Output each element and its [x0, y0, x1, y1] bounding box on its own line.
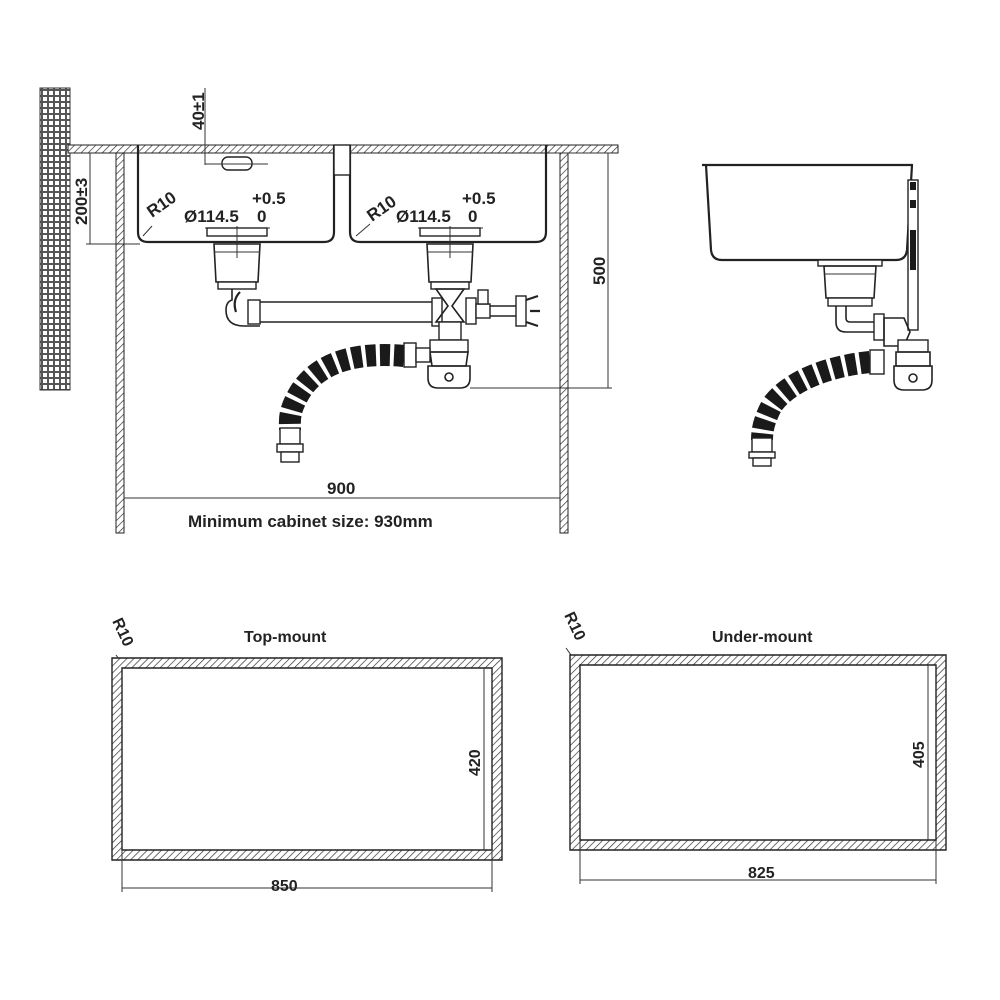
profile-bowl — [702, 163, 914, 262]
top-mount-cutout: Top-mount R10 420 850 — [108, 616, 503, 895]
width-label: 900 — [327, 479, 355, 498]
cabinet-left-wall — [115, 152, 125, 534]
dishwasher-valve — [465, 289, 540, 328]
under-mount-height: 405 — [911, 741, 928, 768]
height-label: 500 — [590, 257, 609, 285]
top-mount-width: 850 — [271, 878, 298, 895]
cabinet-right-wall — [559, 152, 569, 534]
under-mount-radius: R10 — [560, 610, 588, 644]
under-mount-title: Under-mount — [712, 629, 813, 646]
top-mount-title: Top-mount — [244, 629, 327, 646]
under-mount-cutout: Under-mount R10 405 825 — [560, 610, 947, 884]
wall — [39, 87, 71, 391]
strainer-right — [418, 226, 483, 290]
tol-lower-left: 0 — [257, 207, 266, 226]
center-divider — [333, 144, 351, 176]
side-view: 40±1 200±3 R10 R10 +0.5 Ø114.5 0 +0.5 Ø1… — [39, 87, 619, 534]
top-mount-height: 420 — [467, 749, 484, 776]
trap-column — [427, 288, 471, 389]
tol-upper-right: +0.5 — [462, 189, 496, 208]
profile-view — [702, 163, 933, 467]
depth-label: 200±3 — [72, 178, 91, 225]
radius-left-label: R10 — [143, 188, 179, 221]
drain-dia-left: Ø114.5 — [184, 207, 239, 226]
bowl-right — [348, 145, 548, 244]
offset-label: 40±1 — [189, 92, 208, 130]
tol-lower-right: 0 — [468, 207, 477, 226]
cabinet-note: Minimum cabinet size: 930mm — [188, 512, 433, 531]
tol-upper-left: +0.5 — [252, 189, 286, 208]
bowl-left — [136, 145, 336, 244]
top-mount-radius: R10 — [108, 616, 136, 650]
radius-right-label: R10 — [363, 192, 399, 225]
strainer-left — [205, 226, 270, 290]
under-mount-width: 825 — [748, 865, 775, 882]
connecting-pipe — [225, 289, 443, 327]
drain-dia-right: Ø114.5 — [396, 207, 451, 226]
flexible-hose — [276, 342, 431, 463]
